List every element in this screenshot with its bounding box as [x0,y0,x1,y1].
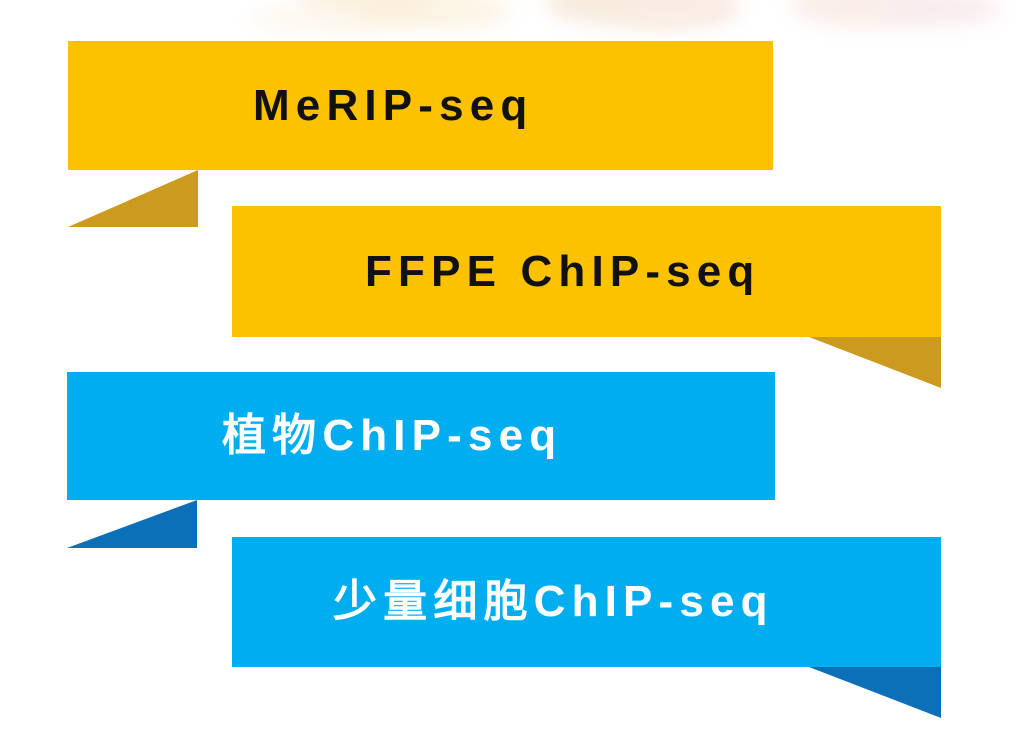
banner-fold-merip-seq [68,170,198,227]
banner-fold-low-input-chip-seq [809,667,941,718]
top-watercolor-decoration [0,0,1014,42]
banner-label-plant-chip-seq: 植物ChIP-seq [222,411,563,460]
banner-label-ffpe-chip-seq: FFPE ChIP-seq [365,246,761,296]
banner-fold-ffpe-chip-seq [809,337,941,388]
banner-low-input-chip-seq[interactable]: 少量细胞ChIP-seq [232,537,941,667]
banner-body: 少量细胞ChIP-seq [232,537,941,667]
banner-fold-plant-chip-seq [67,500,197,548]
banner-plant-chip-seq[interactable]: 植物ChIP-seq [67,372,775,500]
wash-blob [300,0,470,28]
wash-blob [250,6,370,32]
banner-body: 植物ChIP-seq [67,372,775,500]
banner-merip-seq[interactable]: MeRIP-seq [68,41,773,170]
wash-blob [630,0,740,26]
wash-blob [790,0,940,28]
wash-blob [545,0,735,28]
banner-label-low-input-chip-seq: 少量细胞ChIP-seq [333,577,774,626]
wash-blob [880,0,1000,26]
banner-ffpe-chip-seq[interactable]: FFPE ChIP-seq [232,206,941,337]
wash-blob [420,0,510,28]
banner-body: MeRIP-seq [68,41,773,170]
banner-label-merip-seq: MeRIP-seq [253,80,534,130]
banner-body: FFPE ChIP-seq [232,206,941,337]
